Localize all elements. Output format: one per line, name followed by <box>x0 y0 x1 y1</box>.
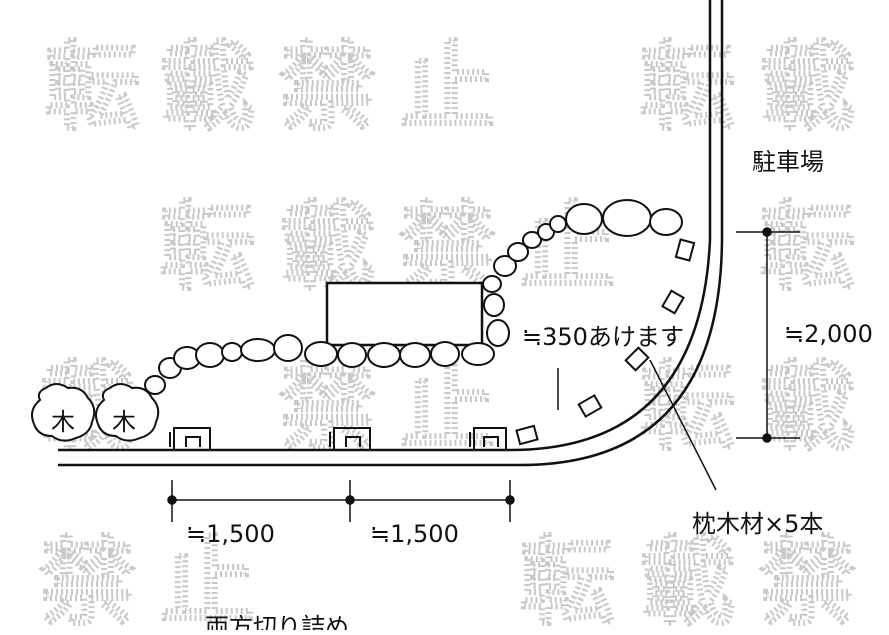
planter-box <box>325 281 484 347</box>
stone-border <box>144 199 683 395</box>
stone <box>565 203 603 235</box>
stone <box>649 208 683 236</box>
stone <box>493 255 517 277</box>
stone <box>337 342 367 368</box>
watermark-char: 止 <box>160 528 255 630</box>
curb-outer-line <box>58 0 724 467</box>
tree-label: 木 <box>51 408 75 436</box>
fixture <box>469 427 507 450</box>
height-dimension-label: ≒2,000 <box>784 320 873 348</box>
bottom-note-label: 両方切り詰め <box>205 613 349 630</box>
watermark-char: 転 <box>160 193 255 303</box>
sleeper <box>515 424 539 446</box>
sleeper <box>661 289 685 315</box>
stone <box>240 338 276 362</box>
tree-right: 木 <box>95 383 160 442</box>
parking-label: 駐車場 <box>752 148 824 176</box>
dim-right-label: ≒1,500 <box>370 520 459 548</box>
watermark-char: 転 <box>45 33 140 143</box>
watermark-char: 転 <box>760 193 855 303</box>
stone <box>144 375 166 395</box>
watermark-char: 止 <box>400 33 495 143</box>
stone <box>483 293 505 317</box>
width-dimension <box>167 480 515 522</box>
tree-label: 木 <box>112 408 136 436</box>
watermark-char: 載 <box>160 33 255 143</box>
sleeper <box>624 346 650 372</box>
dim-left-label: ≒1,500 <box>186 520 275 548</box>
stone <box>507 242 529 262</box>
stone <box>195 342 225 368</box>
watermark-char: 転 <box>640 33 735 143</box>
sleepers <box>515 238 696 446</box>
watermark-char: 止 <box>400 353 495 463</box>
sleepers-label: 枕木材×5本 <box>692 510 823 538</box>
stone <box>549 215 567 233</box>
tree-left: 木 <box>31 383 96 442</box>
curb-lines <box>58 0 724 467</box>
watermark-char: 禁 <box>280 33 375 143</box>
stone <box>399 342 431 368</box>
watermark-char: 転 <box>520 528 615 630</box>
fixture <box>169 427 211 450</box>
sleeper-leader-line <box>649 359 717 491</box>
watermark-char: 載 <box>760 353 855 463</box>
watermark-char: 載 <box>760 33 855 143</box>
watermark-char: 禁 <box>40 528 135 630</box>
watermark-char: 載 <box>640 528 735 630</box>
watermark-char: 禁 <box>760 528 855 630</box>
stone <box>522 231 542 249</box>
curb-fixtures <box>169 427 507 450</box>
sleeper <box>577 394 603 418</box>
stone <box>602 199 652 237</box>
stone <box>273 334 303 362</box>
stone <box>461 342 495 366</box>
stone <box>367 342 401 368</box>
curb-inner-line <box>58 0 712 452</box>
stone <box>430 341 460 367</box>
gap-label: ≒350あけます <box>522 323 684 351</box>
stone <box>304 341 338 367</box>
sleeper <box>674 238 696 262</box>
height-dimension <box>736 227 800 443</box>
stone <box>482 275 502 293</box>
stone <box>486 319 510 347</box>
fixture <box>329 427 371 450</box>
stone <box>221 342 243 362</box>
